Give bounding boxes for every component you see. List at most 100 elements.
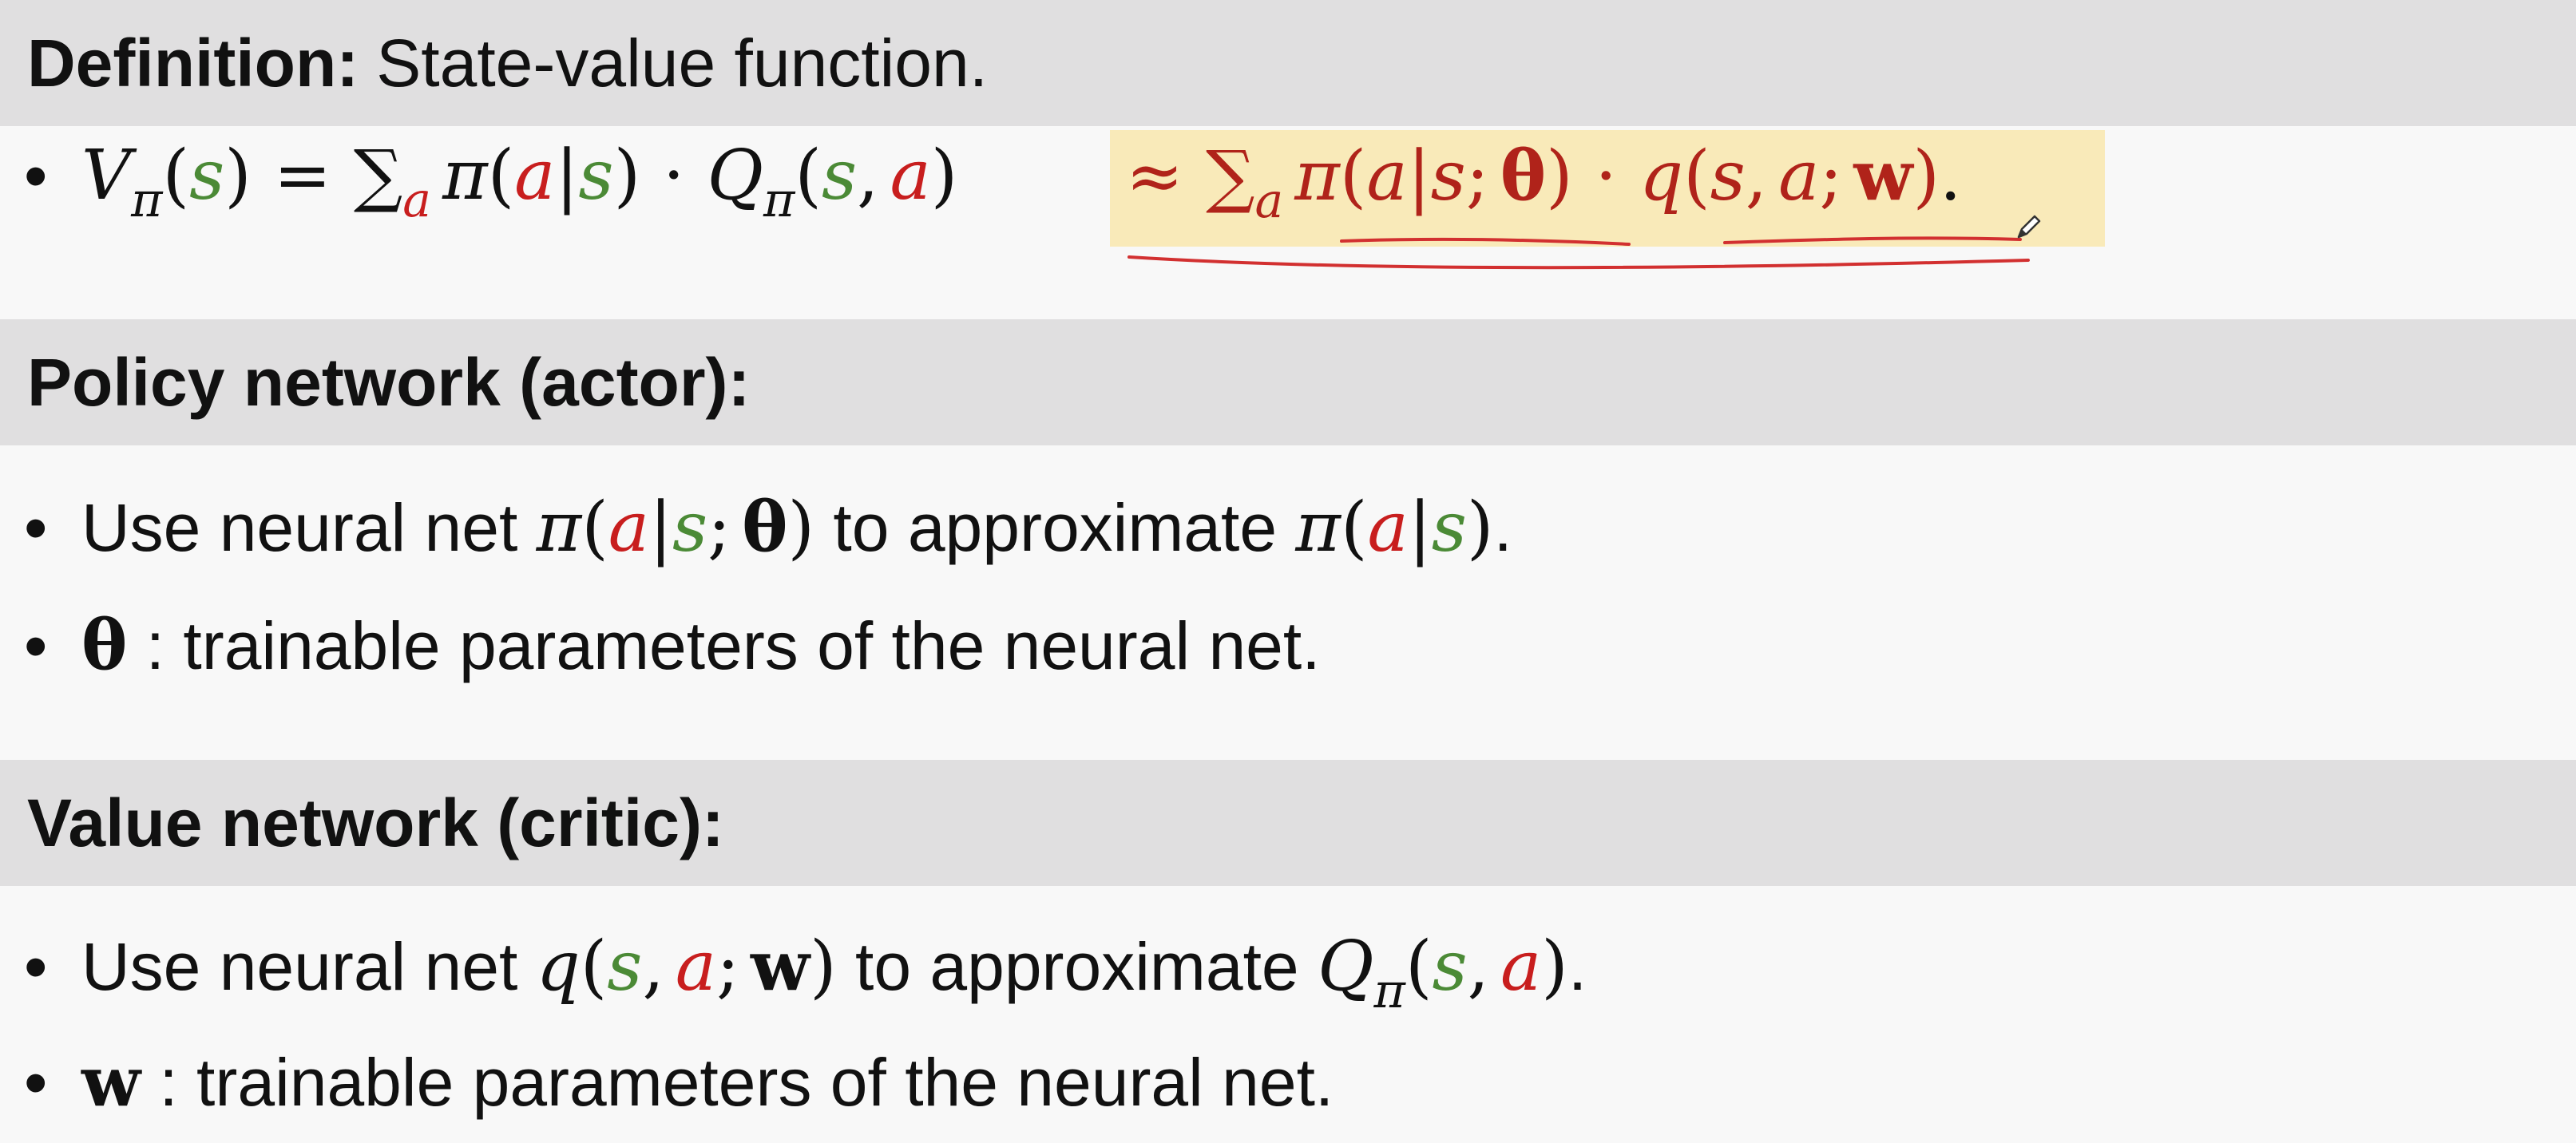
policy-bullet-2: • θ : trainable parameters of the neural… <box>24 605 1321 686</box>
definition-text: State-value function. <box>376 25 989 101</box>
pen-cursor-icon <box>2017 215 2041 239</box>
approx-symbol: ≈ <box>1126 136 1184 216</box>
value-heading: Value network (critic): <box>27 785 724 860</box>
action-a: a <box>890 136 931 216</box>
dot-operator: · <box>1595 136 1618 216</box>
paren-open: ( <box>162 136 190 216</box>
paren-close: ) <box>787 488 815 568</box>
given-bar: | <box>1408 488 1432 568</box>
q-symbol: q <box>536 927 581 1007</box>
Q-subscript: π <box>763 172 795 228</box>
given-bar: | <box>1407 136 1431 216</box>
value-bullet-1: • Use neural net q ( s , a ; w ) to appr… <box>24 926 1587 1019</box>
approximation-expression: ≈ ∑ a π ( a | s ; θ ) · q ( s , a ; w ) … <box>1126 136 1962 229</box>
policy-bullet-1-prefix: Use neural net <box>81 490 537 565</box>
state-s: s <box>1710 136 1746 216</box>
bullet: • <box>24 490 48 565</box>
underline-policy <box>1340 237 1631 246</box>
action-a: a <box>608 488 650 568</box>
value-bullet-1-prefix: Use neural net <box>81 929 537 1004</box>
q-symbol: q <box>1639 136 1684 216</box>
paren-close: ) <box>1466 488 1494 568</box>
paren-open: ( <box>795 136 822 216</box>
state-s: s <box>578 136 614 216</box>
paren-open: ( <box>487 136 515 216</box>
comma: , <box>1745 136 1768 216</box>
value-bullet-1-end: . <box>1567 929 1587 1004</box>
state-s: s <box>1430 136 1466 216</box>
value-bullet-1-middle: to approximate <box>836 929 1318 1004</box>
action-a: a <box>1367 488 1409 568</box>
policy-network-header: Policy network (actor): <box>0 319 2576 445</box>
policy-bullet-2-text: : trainable parameters of the neural net… <box>127 608 1321 683</box>
paren-close: ) <box>810 927 837 1007</box>
paren-close: ) <box>224 136 252 216</box>
state-s: s <box>1431 488 1467 568</box>
semicolon: ; <box>707 488 731 568</box>
action-a: a <box>514 136 556 216</box>
policy-bullet-1-middle: to approximate <box>814 490 1296 565</box>
action-a: a <box>1500 927 1542 1007</box>
paren-open: ( <box>581 488 608 568</box>
value-network-header: Value network (critic): <box>0 760 2576 886</box>
V-subscript: π <box>131 172 163 228</box>
pi-symbol: π <box>442 136 488 216</box>
definition-label: Definition: <box>27 25 359 101</box>
paren-open: ( <box>1340 488 1368 568</box>
paren-open: ( <box>1405 927 1433 1007</box>
value-bullet-2-text: : trainable parameters of the neural net… <box>141 1045 1334 1120</box>
paren-close: ) <box>1541 927 1568 1007</box>
semicolon: ; <box>1465 136 1489 216</box>
given-bar: | <box>649 488 673 568</box>
comma: , <box>857 136 879 216</box>
bullet: • <box>24 138 48 213</box>
state-s: s <box>672 488 708 568</box>
paren-open: ( <box>1339 136 1367 216</box>
action-a: a <box>675 927 717 1007</box>
sum-symbol: ∑ <box>1206 136 1255 216</box>
pi-symbol: π <box>536 488 582 568</box>
w-param: w <box>751 926 810 1007</box>
paren-close: ) <box>613 136 641 216</box>
paren-close: ) <box>1546 136 1573 216</box>
w-param: w <box>1853 136 1913 216</box>
semicolon: ; <box>716 927 740 1007</box>
period: . <box>1940 136 1962 216</box>
state-s: s <box>1432 927 1468 1007</box>
policy-bullet-1-end: . <box>1493 490 1512 565</box>
Q-symbol: Q <box>1317 927 1374 1007</box>
equals-sign: = <box>273 136 331 216</box>
sum-subscript: a <box>1254 173 1284 229</box>
value-bullet-2: • w : trainable parameters of the neural… <box>24 1042 1334 1122</box>
Q-symbol: Q <box>707 136 763 216</box>
comma: , <box>1467 927 1489 1007</box>
dot-operator: · <box>663 136 685 216</box>
underline-full <box>1127 255 2030 270</box>
definition-header: Definition: State-value function. <box>0 0 2576 126</box>
bullet: • <box>24 929 48 1004</box>
theta-param: θ <box>81 605 128 686</box>
sum-symbol: ∑ <box>353 136 403 216</box>
paren-close: ) <box>930 136 958 216</box>
paren-close: ) <box>1912 136 1940 216</box>
paren-open: ( <box>580 927 608 1007</box>
comma: , <box>642 927 664 1007</box>
given-bar: | <box>555 136 579 216</box>
paren-open: ( <box>1683 136 1710 216</box>
pi-symbol: π <box>1295 488 1341 568</box>
action-a: a <box>1778 136 1820 216</box>
theta-param: θ <box>1500 136 1547 216</box>
V-symbol: V <box>81 136 132 216</box>
theta-param: θ <box>742 487 788 568</box>
state-s: s <box>189 136 225 216</box>
policy-bullet-1: • Use neural net π ( a | s ; θ ) to appr… <box>24 487 1512 568</box>
underline-value <box>1723 236 2022 244</box>
state-s: s <box>821 136 858 216</box>
bullet: • <box>24 608 48 683</box>
state-s: s <box>607 927 643 1007</box>
state-value-equation: • V π ( s ) = ∑ a π ( a | s ) · Q π ( s … <box>24 136 958 228</box>
hand-drawn-underlines <box>1127 236 2030 270</box>
Q-subscript: π <box>1373 963 1405 1019</box>
semicolon: ; <box>1819 136 1843 216</box>
